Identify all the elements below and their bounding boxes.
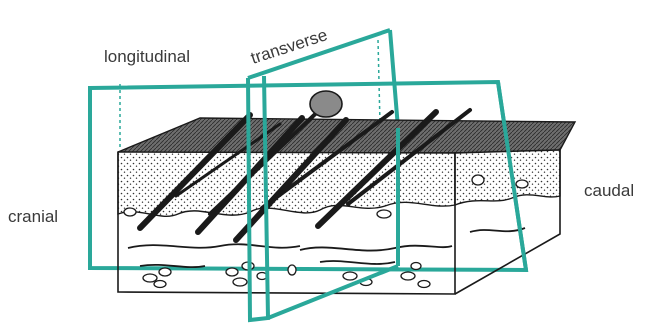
tissue-block [118, 91, 575, 294]
transverse-plane-bottom-edge [268, 266, 398, 318]
label-longitudinal: longitudinal [104, 47, 190, 66]
subcutis-structures [128, 228, 525, 267]
label-caudal: caudal [584, 181, 634, 200]
label-cranial: cranial [8, 207, 58, 226]
sebaceous-gland [310, 91, 342, 117]
label-transverse: transverse [248, 25, 329, 68]
